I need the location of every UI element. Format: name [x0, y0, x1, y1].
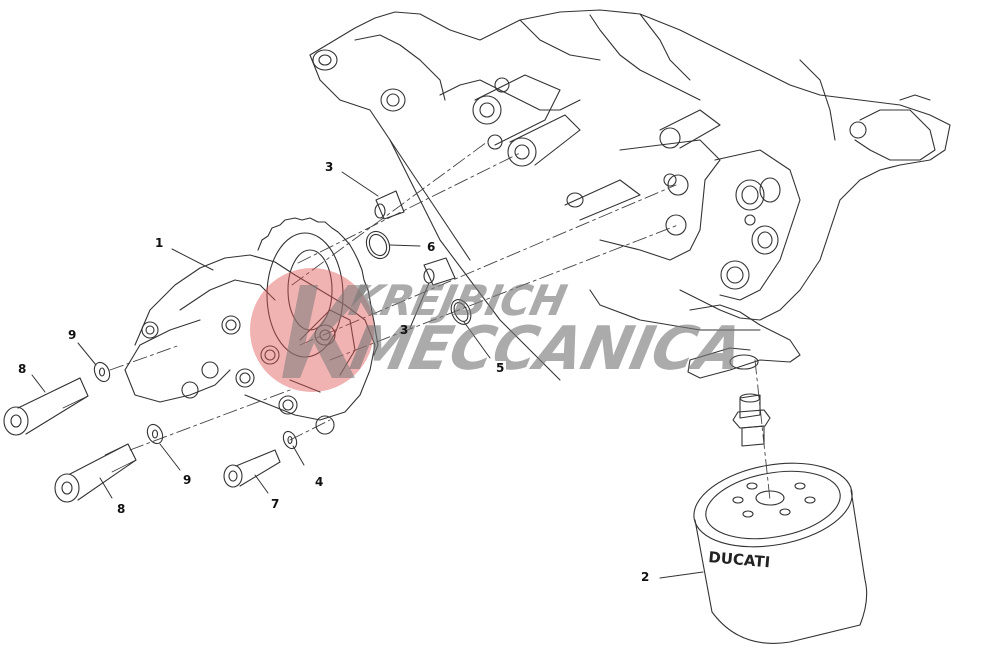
watermark-logo	[250, 268, 374, 392]
callout-7: 7	[269, 497, 282, 511]
callout-6: 6	[425, 240, 438, 254]
callout-8-upper: 8	[16, 362, 29, 376]
washer-9-upper	[93, 361, 111, 383]
bolt-8-lower	[54, 443, 137, 503]
callout-8-lower: 8	[115, 502, 128, 516]
filter-brand-text: DUCATI	[708, 548, 771, 571]
callout-1: 1	[153, 236, 166, 250]
filter-nipple	[732, 393, 771, 447]
o-ring-5	[450, 299, 472, 325]
bolt-8-upper	[3, 377, 89, 436]
callout-2: 2	[639, 570, 652, 584]
callout-5: 5	[494, 361, 507, 375]
callout-9-lower: 9	[181, 473, 194, 487]
o-ring-6	[365, 230, 391, 260]
washer-9-lower	[146, 423, 164, 445]
leader-lines	[31, 171, 704, 579]
callout-3-lower: 3	[400, 323, 409, 337]
dowel-upper	[374, 190, 405, 220]
callout-9-upper: 9	[66, 328, 79, 342]
bolt-7	[223, 449, 281, 488]
oil-filter	[693, 462, 868, 644]
callout-4: 4	[313, 475, 326, 489]
callout-3-upper: 3	[323, 160, 336, 174]
engine-crankcase	[309, 9, 951, 381]
